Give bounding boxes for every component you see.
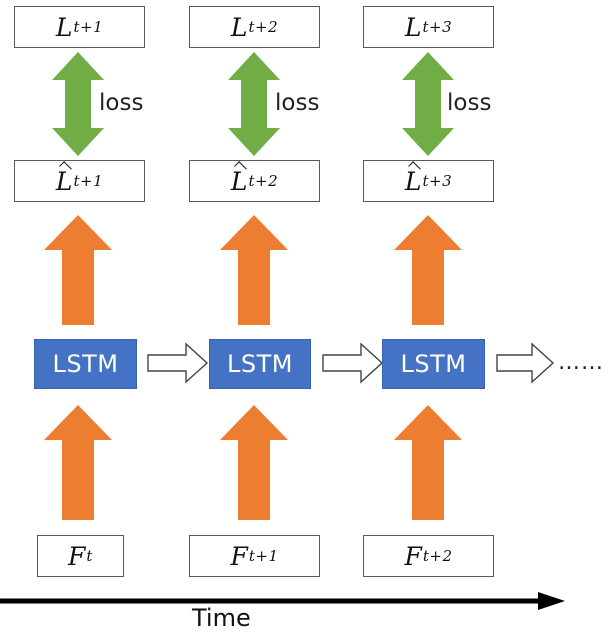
time-axis-arrowhead: [538, 592, 565, 610]
input-subscript: t+1: [248, 547, 279, 565]
prediction-subscript: t+3: [422, 172, 453, 190]
loss-label-2: loss: [275, 90, 320, 116]
recurrent-arrow-3: [496, 342, 555, 384]
input-symbol: F: [404, 541, 422, 571]
time-axis-label: Time: [192, 604, 251, 632]
label-symbol: L: [230, 12, 248, 42]
input-arrow-3: [394, 405, 462, 520]
lstm-cell-1: LSTM: [34, 339, 137, 389]
prediction-symbol: L: [55, 166, 73, 196]
label-symbol: L: [55, 12, 73, 42]
lstm-cell-3: LSTM: [382, 339, 485, 389]
lstm-cell-2: LSTM: [209, 339, 311, 389]
continuation-ellipsis: ……: [558, 350, 604, 375]
prediction-symbol: L: [404, 166, 422, 196]
prediction-subscript: t+2: [248, 172, 279, 190]
prediction-subscript: t+1: [73, 172, 104, 190]
loss-arrow-2: [228, 52, 280, 156]
prediction-symbol: L: [230, 166, 248, 196]
loss-arrow-1: [52, 52, 104, 156]
label-subscript: t+1: [73, 18, 104, 36]
recurrent-arrow-2: [322, 342, 384, 384]
input-subscript: t: [86, 547, 93, 565]
output-arrow-2: [220, 215, 288, 325]
loss-label-1: loss: [99, 90, 144, 116]
input-arrow-2: [220, 405, 288, 520]
loss-label-3: loss: [447, 90, 492, 116]
label-subscript: t+2: [248, 18, 279, 36]
input-symbol: F: [230, 541, 248, 571]
input-symbol: F: [68, 541, 86, 571]
input-subscript: t+2: [422, 547, 453, 565]
output-arrow-1: [44, 215, 112, 325]
label-subscript: t+3: [422, 18, 453, 36]
label-symbol: L: [404, 12, 422, 42]
input-arrow-1: [44, 405, 112, 520]
recurrent-arrow-1: [147, 342, 209, 384]
loss-arrow-3: [402, 52, 454, 156]
output-arrow-3: [394, 215, 462, 325]
